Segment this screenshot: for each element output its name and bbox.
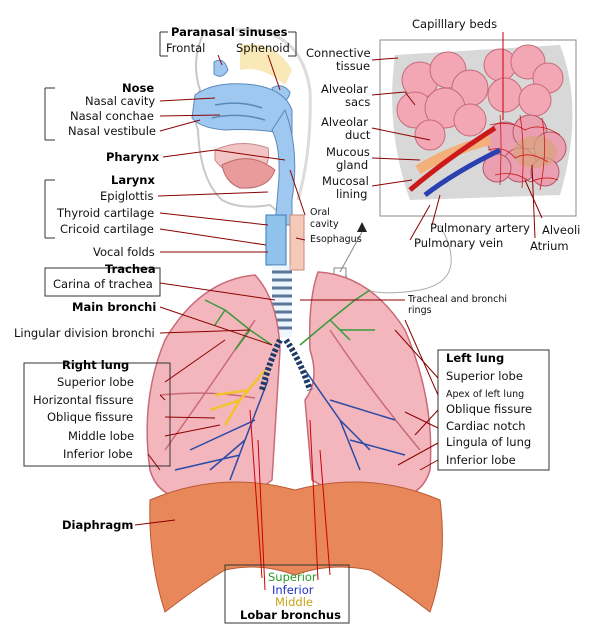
- thyroid-cartilage-label: Thyroid cartilage: [56, 206, 154, 220]
- cardiac-notch-label: Cardiac notch: [446, 419, 526, 433]
- left-oblique-fissure-label: Oblique fissure: [446, 402, 532, 416]
- alveolar-duct-label-1: Alveolar: [321, 115, 368, 129]
- tracheal-rings-label-2: rings: [408, 305, 432, 316]
- alveolar-sac-right: [483, 44, 564, 117]
- connective-tissue-label-2: tissue: [336, 59, 370, 73]
- lingula-of-lung-label: Lingula of lung: [446, 435, 531, 449]
- larynx-label: Larynx: [111, 173, 155, 187]
- nasal-conchae-label: Nasal conchae: [70, 109, 154, 123]
- esophagus-tube: [289, 214, 305, 271]
- alveolar-duct-label-2: duct: [345, 128, 371, 142]
- right-inferior-lobe-label: Inferior lobe: [63, 447, 133, 461]
- carina-of-trachea-label: Carina of trachea: [53, 277, 153, 291]
- head-profile: [191, 28, 312, 271]
- capillary-beds-label: Capilllary beds: [412, 17, 497, 31]
- tongue-shape: [221, 158, 276, 189]
- main-bronchi: [259, 338, 313, 391]
- bronchiole-tube: [415, 135, 492, 175]
- pulmonary-vein-label: Pulmonary vein: [414, 236, 503, 250]
- epiglottis-label: Epiglottis: [100, 189, 154, 203]
- cricoid-cartilage-label: Cricoid cartilage: [60, 222, 154, 236]
- left-bronchi-tree: [299, 289, 406, 471]
- skull-outline: [234, 28, 312, 201]
- esophagus-label: Esophagus: [310, 234, 362, 245]
- atrium-region: [513, 136, 557, 168]
- tracheal-rings-label-1: Tracheal and bronchi: [407, 294, 507, 305]
- pulmonary-artery-label: Pulmonary artery: [430, 221, 530, 235]
- apex-of-left-lung-label: Apex of left lung: [446, 389, 524, 400]
- atrium-label: Atrium: [530, 239, 569, 253]
- right-lung-box: [23, 362, 171, 467]
- left-lung-label: Left lung: [446, 351, 504, 365]
- face-outline: [193, 29, 283, 260]
- tracheal-rings: [272, 270, 292, 330]
- mucous-gland-label-1: Mucous: [326, 145, 370, 159]
- main-bronchi-label: Main bronchi: [72, 300, 156, 314]
- sinus-area: [240, 44, 292, 85]
- trachea-box: [44, 267, 161, 297]
- right-lung-label: Right lung: [62, 358, 129, 372]
- lobar-bronchus-box: [224, 564, 350, 624]
- lobar-superior-label: Superior: [268, 570, 317, 584]
- middle-lobe-label: Middle lobe: [68, 429, 134, 443]
- left-oblique-fissure: [329, 329, 421, 451]
- oral-cavity-label-1: Oral: [310, 207, 330, 218]
- lobar-bronchus-label: Lobar bronchus: [240, 608, 341, 622]
- sphenoid-label: Sphenoid: [236, 41, 290, 55]
- nose-label: Nose: [122, 81, 154, 95]
- connective-tissue-label-1: Connective: [306, 46, 371, 60]
- horizontal-fissure-label: Horizontal fissure: [33, 393, 133, 407]
- nasal-cavity-label: Nasal cavity: [85, 94, 155, 108]
- mucosal-lining-label-1: Mucosal: [322, 174, 369, 188]
- vocal-folds-label: Vocal folds: [93, 245, 155, 259]
- trachea-label: Trachea: [105, 262, 156, 276]
- right-lung: [146, 274, 281, 502]
- pulmonary-vein-vessel: [423, 147, 502, 197]
- alveolar-sacs-label-2: sacs: [345, 95, 370, 109]
- mucosal-lining-label-2: lining: [336, 187, 367, 201]
- larynx-tube: [265, 214, 287, 266]
- nasal-vestibule-label: Nasal vestibule: [68, 124, 156, 138]
- diaphragm-shape: [149, 481, 443, 613]
- lobar-inferior-label: Inferior: [272, 583, 314, 597]
- lobar-middle-label: Middle: [275, 595, 313, 609]
- frontal-label: Frontal: [166, 41, 205, 55]
- alveoli-inset: [379, 32, 577, 217]
- pulmonary-artery-vessel: [408, 125, 497, 192]
- mucous-gland-label-2: gland: [336, 158, 368, 172]
- left-lung: [299, 271, 432, 500]
- left-superior-lobe-label: Superior lobe: [446, 369, 523, 383]
- paranasal-box: [159, 31, 297, 57]
- alveolar-sac-left: [396, 51, 489, 151]
- nasal-conchae-lines: [211, 102, 266, 121]
- oral-cavity-label-2: cavity: [310, 219, 339, 230]
- alveolar-sacs-label-1: Alveolar: [321, 82, 368, 96]
- right-superior-lobe-label: Superior lobe: [57, 375, 134, 389]
- diaphragm-label: Diaphragm: [62, 518, 133, 532]
- lingular-division-bronchi-label: Lingular division bronchi: [14, 326, 155, 340]
- pharynx-label: Pharynx: [106, 150, 160, 164]
- larynx-box: [44, 179, 55, 239]
- left-inferior-lobe-label: Inferior lobe: [446, 453, 516, 467]
- inset-leader-lines: [371, 57, 543, 241]
- leader-lines: [134, 54, 439, 526]
- nose-box: [44, 87, 55, 141]
- right-oblique-fissure-label: Oblique fissure: [47, 410, 133, 424]
- paranasal-sinuses-label: Paranasal sinuses: [171, 25, 288, 39]
- alveoli-label: Alveoli: [542, 223, 580, 237]
